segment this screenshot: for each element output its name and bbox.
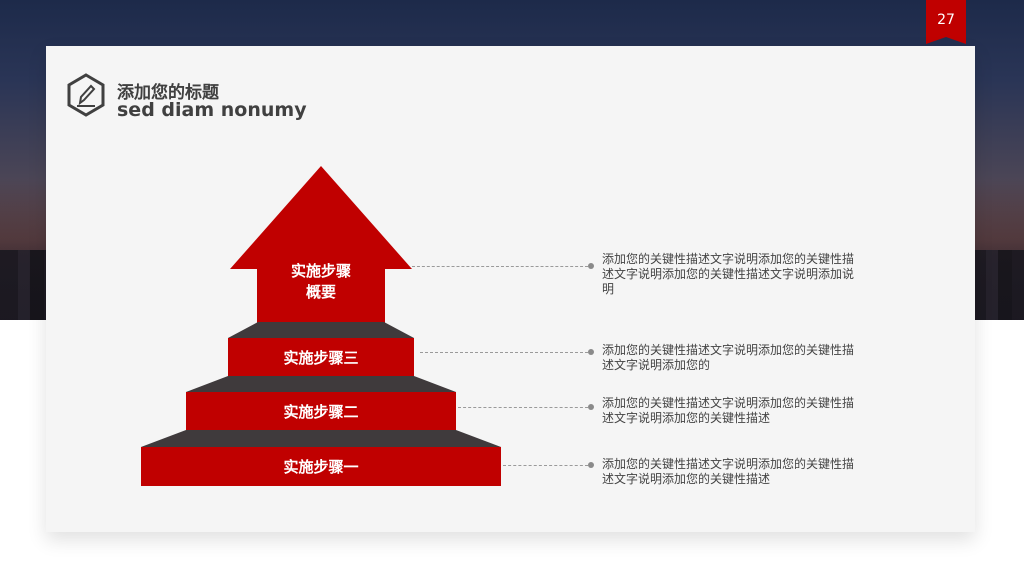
step-overview-line2: 概要 xyxy=(305,283,336,301)
step-two-ledge xyxy=(186,376,456,392)
description-step-one: 添加您的关键性描述文字说明添加您的关键性描述文字说明添加您的关键性描述 xyxy=(602,457,855,486)
leader-dot-step-three xyxy=(588,349,594,355)
description-overview: 添加您的关键性描述文字说明添加您的关键性描述文字说明添加您的关键性描述文字说明添… xyxy=(602,252,855,296)
step-one-block: 实施步骤一 xyxy=(141,447,501,486)
page-subtitle: sed diam nonumy xyxy=(117,99,307,121)
description-step-three: 添加您的关键性描述文字说明添加您的关键性描述文字说明添加您的 xyxy=(602,343,855,372)
step-one-ledge xyxy=(141,430,501,447)
leader-line-step-one xyxy=(503,465,588,466)
step-overview-label: 实施步骤 概要 xyxy=(257,256,385,306)
leader-dot-step-one xyxy=(588,462,594,468)
page-number-badge: 27 xyxy=(926,0,966,44)
leader-dot-overview xyxy=(588,263,594,269)
description-step-two: 添加您的关键性描述文字说明添加您的关键性描述文字说明添加您的关键性描述 xyxy=(602,396,855,425)
leader-dot-step-two xyxy=(588,404,594,410)
leader-line-step-three xyxy=(420,352,588,353)
leader-line-overview xyxy=(412,266,588,267)
step-overview-line1: 实施步骤 xyxy=(290,262,351,280)
step-three-block: 实施步骤三 xyxy=(228,338,414,376)
page-title: 添加您的标题 xyxy=(117,83,219,103)
step-two-block: 实施步骤二 xyxy=(186,392,456,430)
leader-line-step-two xyxy=(458,407,588,408)
step-three-ledge xyxy=(228,322,414,338)
pencil-hexagon-icon xyxy=(67,73,105,117)
